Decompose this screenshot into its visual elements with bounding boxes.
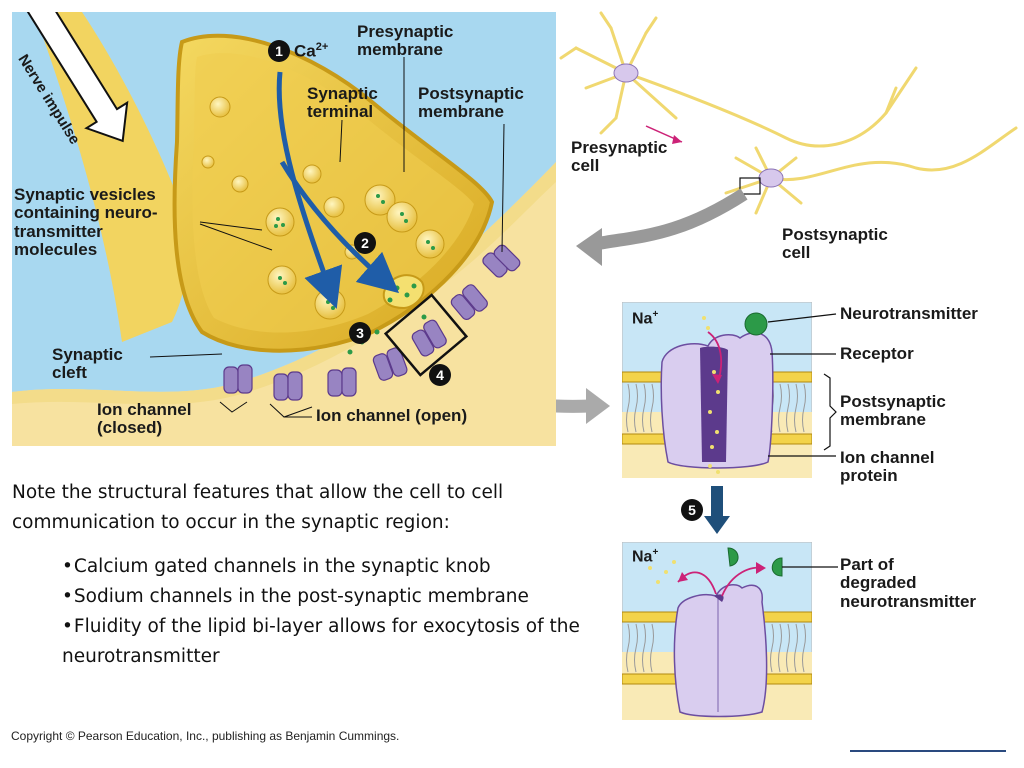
closed-ion-channel-protein bbox=[673, 583, 768, 718]
step-5-arrow bbox=[704, 486, 730, 534]
step-3-marker: 3 bbox=[349, 322, 371, 344]
ion-channel-open-label: Ion channel (open) bbox=[316, 406, 468, 425]
step-5-marker: 5 bbox=[681, 499, 703, 521]
synaptic-vesicles bbox=[201, 96, 445, 320]
footer-rule bbox=[850, 750, 1006, 752]
notes-block: Note the structural features that allow … bbox=[12, 478, 612, 672]
calcium-arrow-2 bbox=[279, 160, 400, 294]
synapse-illustration bbox=[12, 12, 556, 446]
list-item: •Fluidity of the lipid bi-layer allows f… bbox=[62, 616, 580, 667]
degraded-fragment-left bbox=[727, 547, 739, 567]
detail-closed-illustration bbox=[622, 542, 812, 720]
step-2-marker: 2 bbox=[354, 232, 376, 254]
nerve-impulse-arrow bbox=[26, 12, 129, 143]
postsynaptic-nucleus bbox=[758, 168, 784, 188]
zoom-box bbox=[383, 293, 469, 377]
ion-channel-closed-label: Ion channel(closed) bbox=[97, 400, 192, 438]
calcium-label: Ca2+ bbox=[294, 41, 329, 61]
notes-intro: Note the structural features that allow … bbox=[12, 482, 504, 533]
neuron-zoom-box bbox=[739, 177, 761, 195]
degraded-fragment-right bbox=[771, 557, 783, 577]
step-4-marker: 4 bbox=[429, 364, 451, 386]
channel-pore bbox=[700, 346, 728, 462]
notes-list: •Calcium gated channels in the synaptic … bbox=[12, 552, 612, 672]
detail-open-leaders bbox=[767, 313, 837, 457]
step-1-marker: 1 bbox=[268, 40, 290, 62]
axon bbox=[34, 12, 189, 342]
receptor-label: Receptor bbox=[840, 344, 914, 363]
list-item: •Sodium channels in the post-synaptic me… bbox=[62, 586, 529, 607]
neurotransmitter-molecule bbox=[744, 312, 768, 336]
degraded-leader bbox=[782, 566, 838, 568]
neurotransmitter-label: Neurotransmitter bbox=[840, 304, 978, 323]
list-item: •Calcium gated channels in the synaptic … bbox=[62, 556, 491, 577]
ion-channels bbox=[223, 244, 521, 401]
presynaptic-nucleus bbox=[613, 63, 639, 83]
zoom-arrow-bottom bbox=[556, 399, 591, 413]
zoom-arrow-top bbox=[594, 188, 748, 251]
neurons-illustration bbox=[556, 11, 1018, 424]
detail-open-na-label: Na+ bbox=[632, 309, 659, 328]
detail-open-illustration bbox=[622, 302, 812, 478]
detail-closed-na-label: Na+ bbox=[632, 547, 659, 566]
presynaptic-neuron bbox=[559, 11, 918, 148]
copyright-notice: Copyright © Pearson Education, Inc., pub… bbox=[11, 729, 400, 743]
